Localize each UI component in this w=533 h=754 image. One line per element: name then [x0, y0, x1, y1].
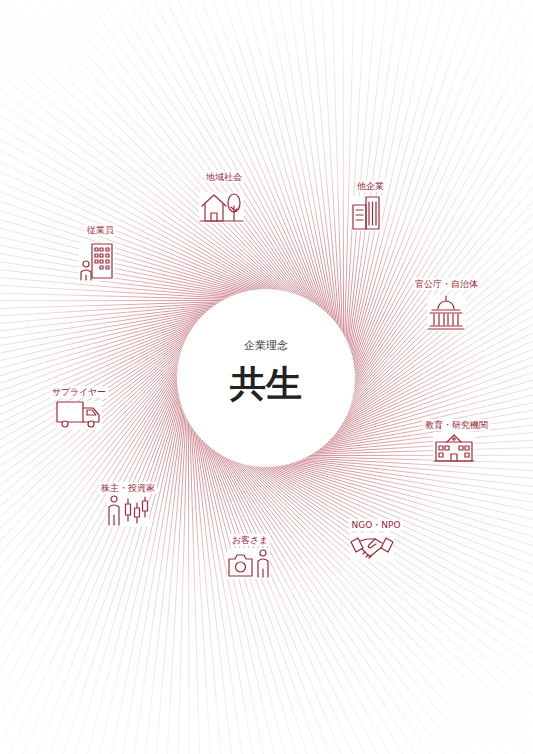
investor-icon — [107, 494, 149, 527]
stakeholder-label: 他企業 — [355, 180, 386, 192]
stakeholder-label: 従業員 — [85, 224, 116, 236]
philosophy-word: 共生 — [230, 364, 302, 404]
building-icon — [352, 196, 382, 231]
stakeholder-label: 地域社会 — [204, 171, 244, 183]
employee-icon — [79, 243, 115, 281]
stakeholder-label: 教育・研究機関 — [423, 419, 490, 431]
stakeholder-label: サプライヤー — [50, 386, 108, 398]
circle-fill — [178, 290, 354, 466]
government-icon — [427, 295, 465, 331]
stakeholder-label: NGO・NPO — [349, 519, 402, 531]
truck-icon — [56, 401, 102, 430]
handshake-icon — [350, 533, 394, 561]
stakeholder-label: お客さま — [230, 534, 270, 546]
philosophy-heading: 企業理念 — [244, 340, 288, 352]
stakeholder-label: 官公庁・自治体 — [413, 278, 480, 290]
house-icon — [199, 192, 244, 223]
stakeholder-label: 株主・投資家 — [99, 482, 157, 494]
school-icon — [433, 432, 475, 463]
camera-person-icon — [227, 548, 270, 579]
center-circle: 企業理念共生 — [178, 290, 354, 466]
